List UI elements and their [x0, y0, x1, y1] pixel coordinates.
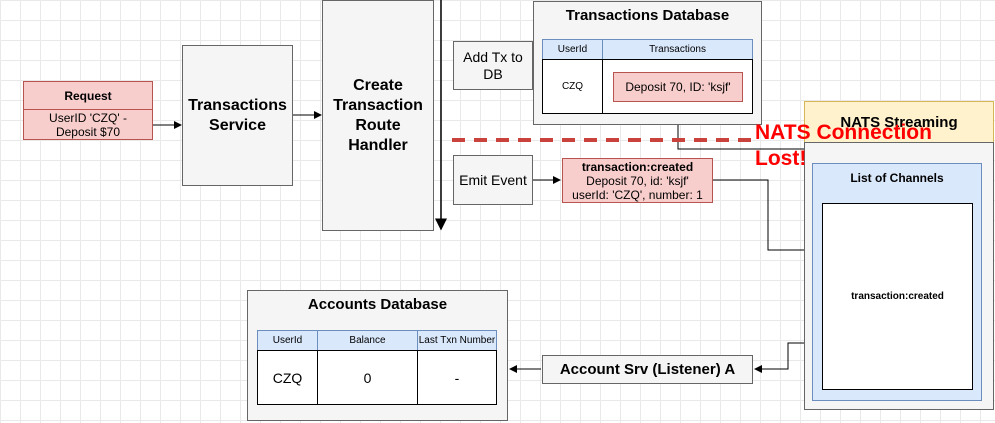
accounts-database-title: Accounts Database — [307, 296, 448, 313]
create-transaction-route-handler: Create Transaction Route Handler — [322, 0, 434, 231]
request-body: UserID 'CZQ' - Deposit $70 — [23, 109, 153, 140]
transactions-service: Transactions Service — [182, 45, 293, 186]
accounts-db-last-txn-number-cell: - — [417, 350, 497, 405]
accounts-db-header-userid: UserId — [257, 330, 318, 351]
arrow-event-to-channel — [713, 179, 821, 254]
accounts-db-header-balance: Balance — [317, 330, 418, 351]
accounts-db-balance-cell: 0 — [317, 350, 418, 405]
event-line-2: userId: 'CZQ', number: 1 — [572, 187, 703, 202]
transaction-created-event: transaction:created Deposit 70, id: 'ksj… — [562, 158, 713, 203]
event-title: transaction:created — [581, 159, 694, 174]
account-service-listener: Account Srv (Listener) A — [542, 355, 753, 384]
nats-connection-lost-label: NATS Connection Lost! — [755, 121, 932, 170]
transactions-db-header-userid: UserId — [542, 39, 603, 60]
emit-event-step: Emit Event — [453, 155, 533, 205]
accounts-db-header-last-txn-number: Last Txn Number — [417, 330, 497, 351]
channel-transaction-created: transaction:created — [822, 203, 973, 390]
transactions-db-header-transactions: Transactions — [602, 39, 753, 60]
transactions-db-userid-cell: CZQ — [542, 59, 603, 114]
transactions-database-title: Transactions Database — [565, 6, 730, 24]
accounts-db-userid-cell: CZQ — [257, 350, 318, 405]
nats-streaming-title: NATS Streaming — [840, 113, 958, 131]
event-line-1: Deposit 70, id: 'ksjf' — [586, 173, 689, 188]
request-header: Request — [23, 81, 153, 110]
transactions-db-entry: Deposit 70, ID: 'ksjf' — [613, 72, 743, 102]
add-tx-to-db-step: Add Tx to DB — [453, 41, 533, 90]
list-of-channels-title: List of Channels — [850, 170, 944, 185]
